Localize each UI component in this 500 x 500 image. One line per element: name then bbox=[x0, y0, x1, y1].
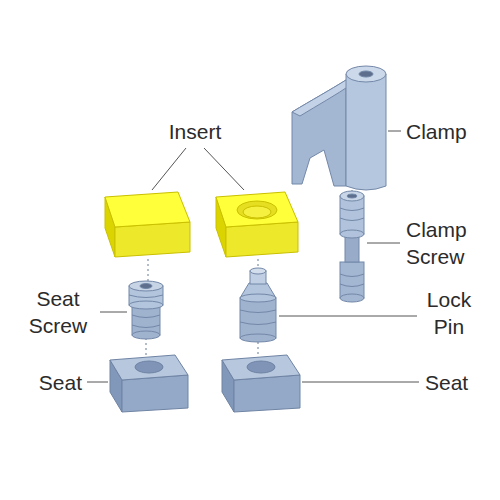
screw-lower bbox=[340, 262, 364, 298]
screw-upper-edge bbox=[340, 230, 364, 238]
pin-top bbox=[250, 268, 266, 274]
leader-line bbox=[302, 382, 419, 383]
screw-top bbox=[340, 191, 364, 201]
clamp-hole bbox=[359, 71, 373, 77]
block-hole bbox=[135, 361, 163, 373]
axis-line bbox=[147, 259, 149, 281]
part-front bbox=[226, 222, 298, 257]
base-block-left bbox=[110, 355, 188, 412]
screw-top bbox=[129, 281, 163, 291]
leader-line bbox=[100, 312, 127, 313]
part-label: Lock Pin bbox=[421, 286, 477, 340]
yellow-part-right bbox=[216, 192, 298, 257]
block-hole bbox=[247, 361, 275, 373]
small-screw bbox=[129, 281, 163, 339]
part-top bbox=[105, 192, 190, 227]
part-front bbox=[115, 222, 190, 257]
leader-line bbox=[152, 148, 186, 190]
part-label: Seat bbox=[425, 369, 468, 396]
part-label: Clamp bbox=[406, 118, 467, 145]
base-block-right bbox=[222, 355, 300, 412]
yellow-part-left bbox=[105, 192, 190, 257]
pin-shoulder bbox=[240, 294, 276, 302]
pin-grooves bbox=[240, 310, 276, 325]
clamp-arm-top bbox=[292, 80, 352, 116]
clamp-barrel-top bbox=[346, 66, 386, 82]
leader-line bbox=[367, 243, 400, 244]
block-top bbox=[110, 355, 188, 380]
thread-lines bbox=[129, 295, 163, 328]
screw-upper bbox=[340, 196, 364, 234]
long-screw bbox=[340, 191, 364, 302]
hex-socket bbox=[140, 284, 152, 289]
hole bbox=[237, 201, 277, 219]
part-label: Clamp Screw bbox=[406, 216, 478, 270]
clamp-part bbox=[292, 66, 386, 190]
leader-line bbox=[204, 148, 244, 190]
block-front bbox=[234, 375, 300, 412]
clamp-barrel bbox=[346, 74, 386, 190]
leader-line bbox=[388, 131, 401, 132]
part-top bbox=[216, 192, 298, 227]
part-label: Insert bbox=[169, 118, 222, 145]
part-label: Seat Screw bbox=[20, 285, 96, 339]
leader-line bbox=[87, 382, 108, 383]
leader-line bbox=[279, 316, 417, 317]
hole-inner bbox=[243, 206, 271, 218]
screw-socket bbox=[347, 194, 357, 198]
pin-end bbox=[240, 334, 276, 342]
screw-lower-end bbox=[340, 294, 364, 302]
block-top bbox=[222, 355, 300, 380]
leader-lines bbox=[87, 131, 419, 382]
part-label: Seat bbox=[39, 369, 82, 396]
screw-end bbox=[132, 331, 160, 339]
pin-body bbox=[240, 298, 276, 338]
screw-head-edge bbox=[129, 301, 163, 309]
pin bbox=[240, 268, 276, 342]
screw-threads bbox=[340, 208, 364, 287]
block-front bbox=[122, 375, 188, 412]
